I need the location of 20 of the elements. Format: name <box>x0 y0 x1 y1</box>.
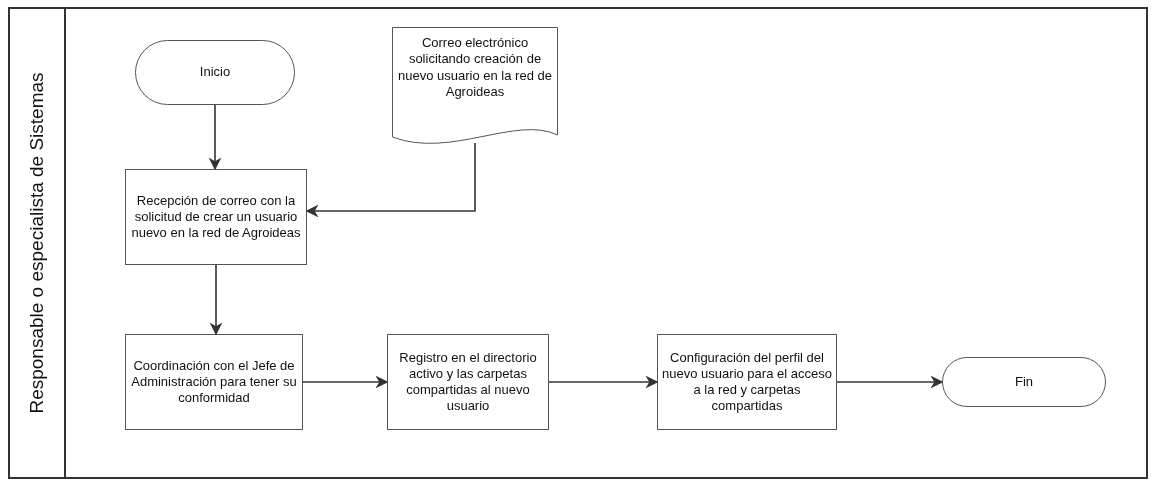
arrow <box>208 104 222 171</box>
process-box <box>125 169 307 265</box>
process-box <box>387 334 549 430</box>
node-text: Inicio <box>199 64 231 81</box>
process-box <box>657 334 837 430</box>
node-text: Recepción de correo con la solicitud de crear un usuario nuevo en la red de Agroideas <box>130 192 302 242</box>
arrow <box>305 142 476 218</box>
terminal-shape <box>942 357 1106 407</box>
swimlane <box>8 7 1148 479</box>
node-text: Coordinación con el Jefe de Administración para tener su conformidad <box>130 357 298 407</box>
node-text: Configuración del perfil del nuevo usuario para el acceso a la red y carpetas compartidas <box>662 349 832 415</box>
node-text: Registro en el directorio activo y las carpetas compartidas al nuevo usuario <box>398 349 538 415</box>
arrow <box>836 375 944 389</box>
arrow <box>302 375 389 389</box>
arrow <box>548 375 659 389</box>
node-text: Correo electrónico solicitando creación de nuevo usuario en la red de Agroideas <box>397 35 553 100</box>
lane-title: Responsable o especialista de Sistemas <box>25 72 47 414</box>
node-text: Fin <box>1014 373 1034 391</box>
process-box <box>125 334 303 430</box>
arrow <box>209 264 223 336</box>
